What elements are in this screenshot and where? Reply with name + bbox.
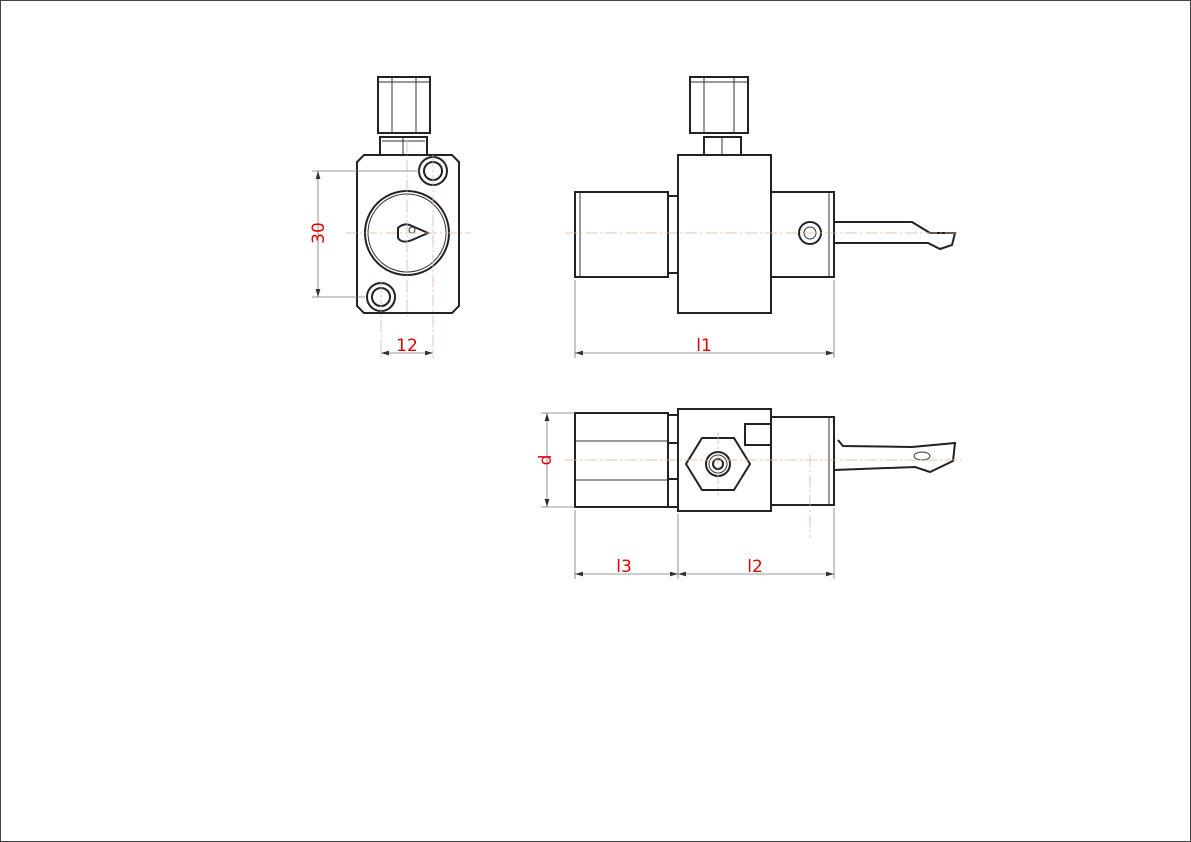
top-view: d l3 l2 bbox=[536, 408, 965, 579]
boring-bar bbox=[834, 221, 957, 251]
hex-fitting bbox=[684, 437, 752, 491]
dimension-l2-label: l2 bbox=[747, 557, 763, 577]
boring-bar bbox=[833, 439, 957, 474]
shank bbox=[574, 191, 669, 278]
dimension-l3-label: l3 bbox=[616, 557, 632, 577]
coolant-nut bbox=[689, 76, 749, 134]
bar-clamp bbox=[770, 191, 835, 278]
holder-body bbox=[356, 154, 460, 314]
bar-clamp bbox=[771, 416, 835, 506]
side-view: l1 bbox=[565, 76, 960, 358]
dimension-d-label: d bbox=[536, 455, 556, 466]
dimension-l1-label: l1 bbox=[696, 336, 712, 356]
front-view: 30 12 bbox=[309, 76, 470, 358]
coolant-nut bbox=[377, 76, 431, 134]
holder-body bbox=[677, 154, 772, 314]
dimension-30-label: 30 bbox=[309, 222, 329, 244]
dimension-12-label: 12 bbox=[396, 336, 418, 356]
insert-tip bbox=[397, 223, 431, 243]
